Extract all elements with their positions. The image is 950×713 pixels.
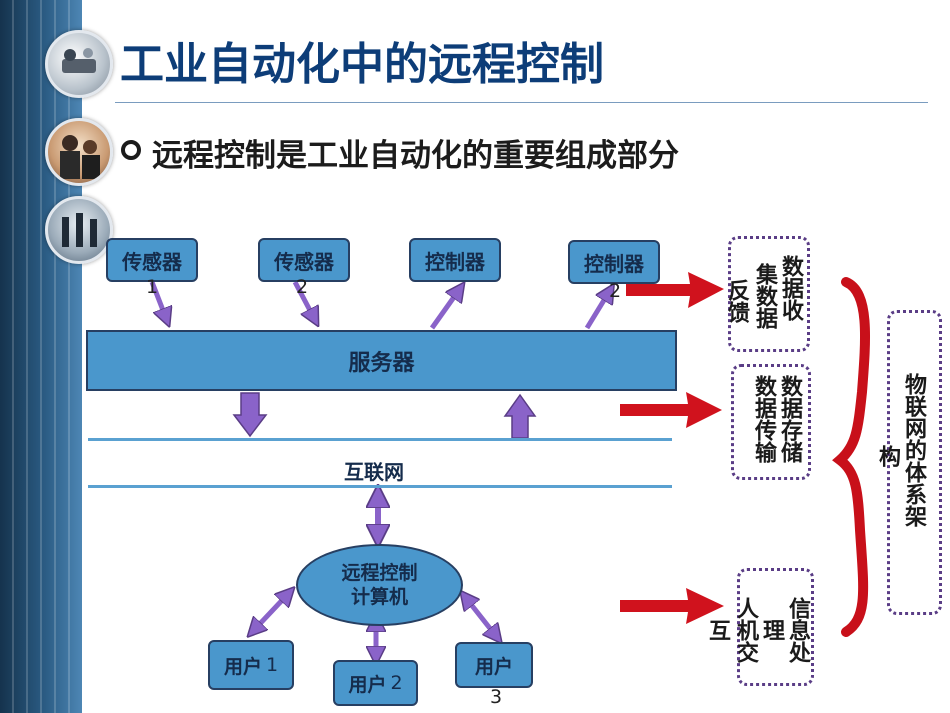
sensor-1-box: 传感器 bbox=[106, 238, 198, 282]
business-people-photo-icon bbox=[45, 118, 113, 186]
title-divider bbox=[115, 102, 928, 103]
data-collection-col2: 集数据 bbox=[752, 263, 777, 329]
sensor-2-box: 传感器 bbox=[258, 238, 350, 282]
red-arrow-1 bbox=[626, 272, 724, 308]
server-box: 服务器 bbox=[86, 330, 677, 391]
arrow-sensor1-to-server bbox=[149, 281, 166, 318]
internet-line-bottom bbox=[88, 485, 672, 488]
user-1-label: 用户 bbox=[223, 655, 262, 678]
sensor-2-number: 2 bbox=[296, 276, 309, 298]
sensor-1-number: 1 bbox=[146, 276, 159, 298]
arrow-server-down bbox=[232, 392, 268, 438]
walking-people-photo-icon bbox=[45, 196, 113, 264]
info-processing-col1: 信息处 bbox=[785, 597, 810, 663]
arrow-server-to-controller1 bbox=[429, 290, 459, 330]
info-processing-col3: 人机交 bbox=[733, 597, 758, 663]
remote-label-line1: 远程控制 bbox=[341, 562, 418, 584]
arrow-sensor2-to-server bbox=[292, 280, 314, 318]
red-arrow-3 bbox=[620, 588, 724, 624]
controller-2-number: 2 bbox=[609, 280, 622, 302]
user-1-number: 1 bbox=[265, 654, 279, 676]
user-2-label: 用户 bbox=[348, 673, 387, 696]
data-collection-col1: 数据收 bbox=[778, 255, 803, 321]
data-storage-box: 数据存储 数据传输 bbox=[731, 364, 811, 480]
brace-icon bbox=[832, 277, 870, 637]
controller-1-box: 控制器 bbox=[409, 238, 501, 282]
remote-label-line2: 计算机 bbox=[350, 586, 408, 608]
iot-architecture-box: 物联网的体系架 构 bbox=[875, 310, 942, 615]
info-processing-col4: 互 bbox=[705, 619, 730, 641]
red-arrow-2 bbox=[620, 392, 722, 428]
arrow-remote-user3 bbox=[466, 598, 496, 636]
user-2-number: 2 bbox=[390, 672, 403, 694]
slide-title: 工业自动化中的远程控制 bbox=[120, 39, 604, 90]
info-processing-col2: 理 bbox=[759, 619, 784, 641]
bullet-text: 远程控制是工业自动化的重要组成部分 bbox=[152, 138, 679, 174]
remote-control-computer: 远程控制 计算机 bbox=[296, 544, 463, 626]
arrow-remote-user1 bbox=[254, 594, 288, 630]
data-storage-col2: 数据传输 bbox=[751, 375, 776, 463]
bullet-icon bbox=[121, 140, 141, 160]
data-collection-col3: 反馈 bbox=[724, 279, 749, 323]
internet-line-top bbox=[88, 438, 672, 441]
data-storage-col1: 数据存储 bbox=[777, 375, 802, 463]
controller-2-box: 控制器 bbox=[568, 240, 660, 284]
data-collection-box: 数据收 集数据 反馈 bbox=[724, 236, 810, 352]
arrow-server-up bbox=[503, 393, 537, 439]
user-3-box: 用户 bbox=[455, 642, 533, 688]
arrow-server-to-controller2 bbox=[584, 292, 609, 330]
meeting-photo-icon bbox=[45, 30, 113, 98]
iot-architecture-col1: 物联网的体系架 bbox=[901, 373, 926, 527]
user-3-number: 3 bbox=[490, 686, 503, 708]
iot-architecture-col2: 构 bbox=[875, 445, 900, 467]
internet-label: 互联网 bbox=[344, 460, 404, 484]
info-processing-box: 信息处 理 人机交 互 bbox=[705, 568, 814, 686]
